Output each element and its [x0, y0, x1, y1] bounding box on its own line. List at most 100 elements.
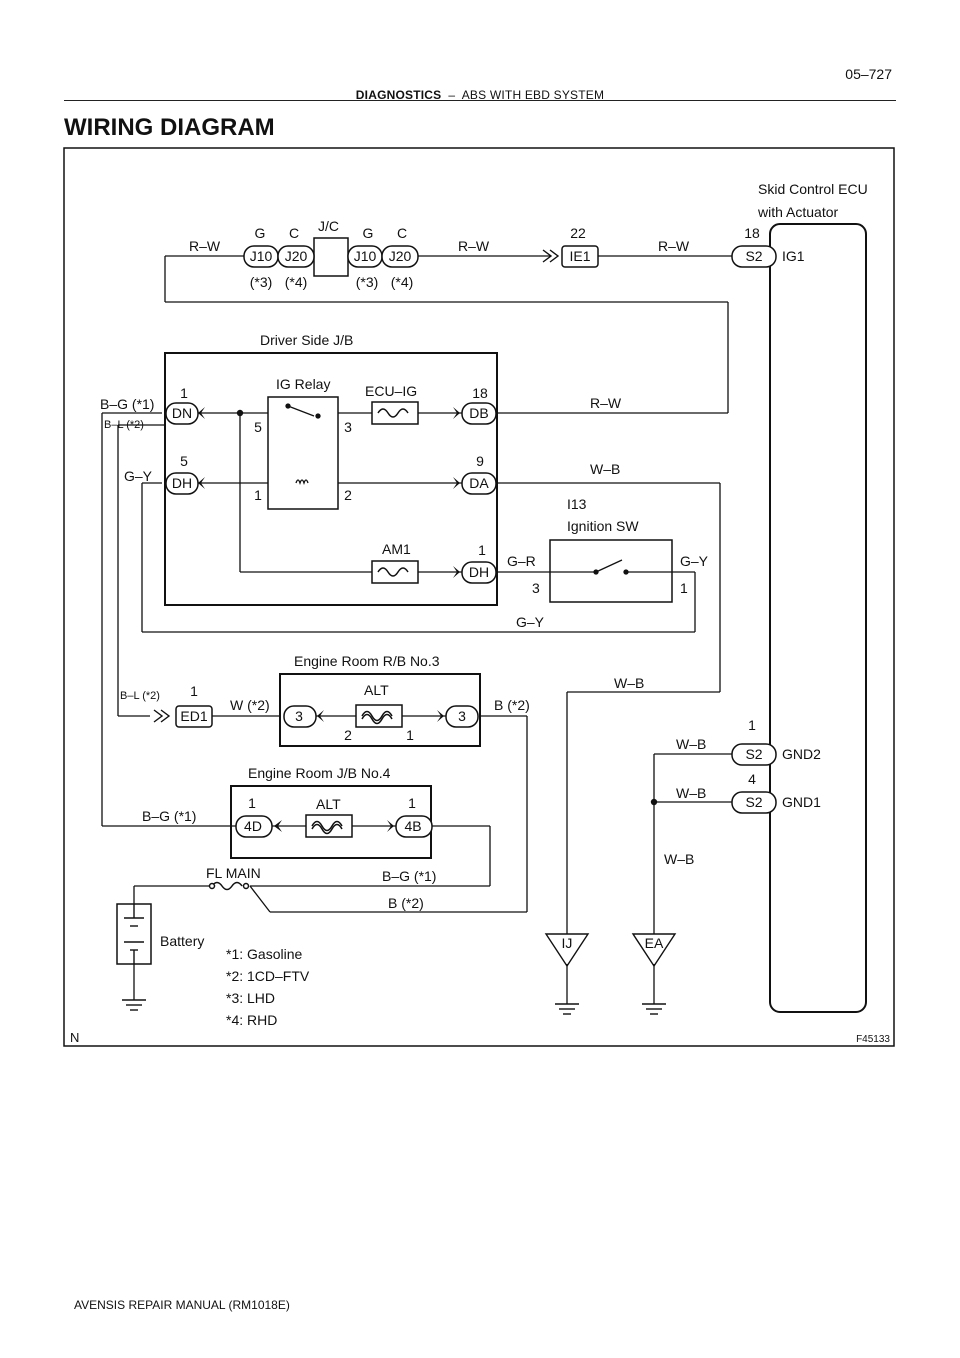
jc-letter-g-b: G	[363, 225, 374, 241]
skid-control-ecu	[769, 223, 867, 1013]
subsection-name: ABS WITH EBD SYSTEM	[461, 88, 605, 102]
wire-label-bl-2: B–L (*2)	[120, 690, 160, 702]
connector-dh-5: DH	[172, 475, 192, 491]
ie1-pin: 22	[570, 225, 586, 241]
connector-da: DA	[469, 475, 489, 491]
ign-sw-name: Ignition SW	[567, 518, 639, 534]
connector-j20-a: J20	[285, 248, 308, 264]
fuses	[208, 401, 419, 891]
ecu-name-2: with Actuator	[757, 204, 838, 220]
page-footer: AVENSIS REPAIR MANUAL (RM1018E)	[74, 1298, 290, 1312]
jc-letter-c-a: C	[289, 225, 299, 241]
connector-ie1: IE1	[569, 248, 590, 264]
connector-ed1: ED1	[180, 708, 207, 724]
relay-pin-2: 2	[344, 487, 352, 503]
wire-label-gr: G–R	[507, 553, 536, 569]
jc-note-lhd-a: (*3)	[250, 274, 273, 290]
rb3-pin-1: 1	[406, 727, 414, 743]
connector-dn: DN	[172, 405, 192, 421]
figure-id: F45133	[856, 1034, 890, 1045]
section-name: DIAGNOSTICS	[355, 88, 442, 102]
wire-label-wb-1: W–B	[590, 461, 620, 477]
ecu-pin-1: 1	[748, 717, 756, 733]
wire-label-bg-3: B–G (*1)	[382, 868, 436, 884]
connector-s2-gnd1: S2	[745, 794, 762, 810]
rb3-pin-2: 2	[344, 727, 352, 743]
wire-lines	[101, 255, 776, 1004]
wire-label-bl-1: B–L (*2)	[104, 419, 144, 431]
jc-note-lhd-b: (*3)	[356, 274, 379, 290]
ground-ij: IJ	[562, 935, 573, 951]
ign-sw-pin-1: 1	[680, 580, 688, 596]
battery-label: Battery	[160, 933, 204, 949]
jc-label: J/C	[318, 218, 339, 234]
ecu-ig-fuse-label: ECU–IG	[365, 383, 417, 399]
relay-pin-1: 1	[254, 487, 262, 503]
junction-dots	[236, 409, 658, 806]
section-separator: –	[448, 88, 456, 102]
note-1: *1: Gasoline	[226, 946, 302, 962]
connector-j10-b: J10	[354, 248, 377, 264]
note-3: *3: LHD	[226, 990, 275, 1006]
am1-fuse-label: AM1	[382, 541, 411, 557]
jc-box	[313, 237, 349, 277]
dh-pin-1: 1	[478, 542, 486, 558]
jb4-right-pin: 1	[408, 795, 416, 811]
dn-pin: 1	[180, 385, 188, 401]
db-pin: 18	[472, 385, 488, 401]
wire-label-wb-4: W–B	[676, 785, 706, 801]
wire-label-b2-1: B (*2)	[494, 697, 530, 713]
jc-note-rhd-a: (*4)	[285, 274, 308, 290]
ig-relay-contacts	[285, 403, 321, 486]
ed1-pin: 1	[190, 683, 198, 699]
connector-shapes	[165, 245, 777, 838]
jc-letter-c-b: C	[397, 225, 407, 241]
wire-label-bg-2: B–G (*1)	[142, 808, 196, 824]
wire-label-rw-4: R–W	[590, 395, 622, 411]
jb4-left-pin: 1	[248, 795, 256, 811]
connector-j10-a: J10	[250, 248, 273, 264]
note-2: *2: 1CD–FTV	[226, 968, 310, 984]
wire-label-rw-1: R–W	[189, 238, 221, 254]
ground-symbols	[122, 904, 677, 1015]
connector-dh-1: DH	[469, 564, 489, 580]
wire-label-bg-1: B–G (*1)	[100, 396, 154, 412]
wire-label-gy-2: G–Y	[680, 553, 709, 569]
wire-label-rw-3: R–W	[658, 238, 690, 254]
jc-note-rhd-b: (*4)	[391, 274, 414, 290]
corner-mark: N	[70, 1030, 79, 1045]
da-pin: 9	[476, 453, 484, 469]
ecu-signal-gnd1: GND1	[782, 794, 821, 810]
connector-4b: 4B	[404, 818, 421, 834]
dh-pin-5: 5	[180, 453, 188, 469]
ecu-signal-gnd2: GND2	[782, 746, 821, 762]
open-arrows	[153, 249, 560, 723]
rb3-left-terminal: 3	[295, 708, 303, 724]
connector-arrows	[198, 407, 460, 832]
wire-label-gy-1: G–Y	[124, 468, 153, 484]
ignition-switch-contact	[550, 559, 672, 575]
fl-main-label: FL MAIN	[206, 865, 261, 881]
driver-jb-label: Driver Side J/B	[260, 332, 353, 348]
rb3-label: Engine Room R/B No.3	[294, 653, 440, 669]
rb3-fuse-label: ALT	[364, 682, 389, 698]
jb4-fuse-label: ALT	[316, 796, 341, 812]
connector-j20-b: J20	[389, 248, 412, 264]
header-rule	[64, 100, 896, 101]
section-header: DIAGNOSTICS – ABS WITH EBD SYSTEM	[0, 88, 960, 102]
relay-pin-3: 3	[344, 419, 352, 435]
relay-pin-5: 5	[254, 419, 262, 435]
wire-label-wb-3: W–B	[676, 736, 706, 752]
connector-s2-gnd2: S2	[745, 746, 762, 762]
ign-sw-id: I13	[567, 496, 587, 512]
ig-relay-label: IG Relay	[276, 376, 330, 392]
wire-label-wb-5: W–B	[664, 851, 694, 867]
ecu-signal-ig1: IG1	[782, 248, 805, 264]
page-number: 05–727	[845, 66, 892, 82]
wire-label-w2: W (*2)	[230, 697, 270, 713]
wire-label-wb-2: W–B	[614, 675, 644, 691]
connector-4d: 4D	[244, 818, 262, 834]
ecu-name-1: Skid Control ECU	[758, 181, 868, 197]
diagram-frame	[63, 147, 895, 1047]
jc-letter-g-a: G	[255, 225, 266, 241]
